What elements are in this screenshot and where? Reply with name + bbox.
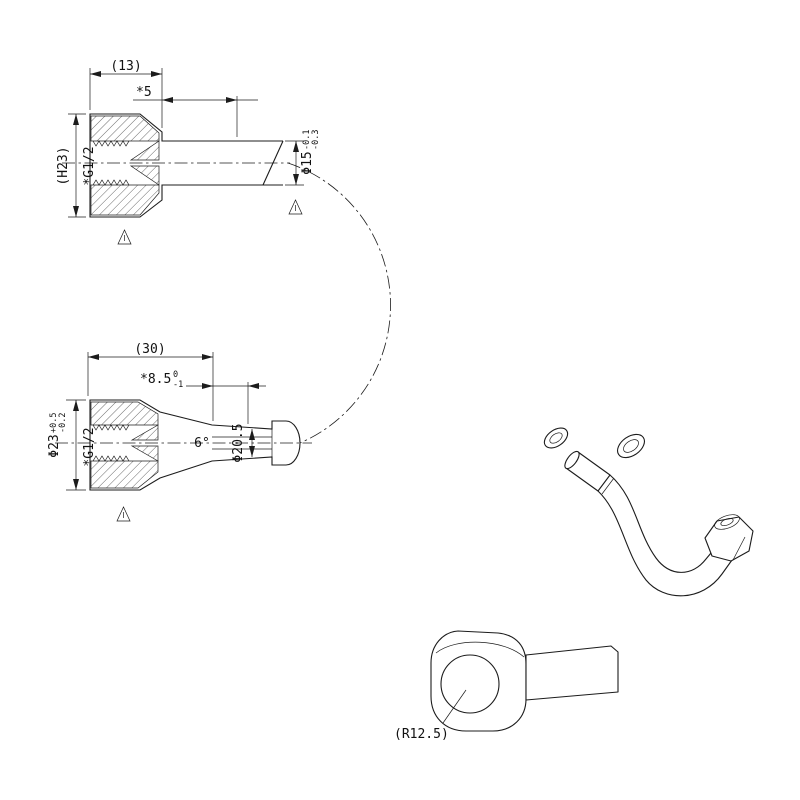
middle-view-dimensions: (30) *8.5 0 -1 Φ23 +0.5 -0.2 *G1/2 6° Φ2… — [47, 342, 266, 522]
arrowhead — [202, 383, 213, 389]
hose-inner-edge — [609, 474, 717, 573]
middle-nut-upper-wall-section — [90, 401, 159, 426]
hose-outer-edge — [597, 490, 733, 597]
critical-mark-icon — [288, 199, 303, 215]
dim-h23-label-group: (H23) — [56, 146, 71, 185]
arrowhead — [73, 114, 79, 125]
elbow-detail-view: (R12.5) — [394, 630, 619, 742]
top-thread-zigzag-upper — [92, 140, 130, 147]
arrowhead — [73, 479, 79, 490]
dim-8-5-lower-tolerance: -1 — [173, 380, 183, 390]
elbow-top-rim — [435, 641, 525, 658]
arrowhead — [162, 97, 173, 103]
dim-h23-extension-lines — [68, 113, 86, 218]
nut-top-face — [714, 514, 740, 530]
dim-8-5-label: *8.5 — [140, 372, 171, 387]
top-view-dimensions: (13) *5 (H23) *G1/2 Φ15 -0.1 -0.3 — [56, 59, 321, 245]
arrowhead — [73, 400, 79, 411]
radius-leader-line — [442, 689, 467, 724]
top-thread-label: *G1/2 — [82, 146, 97, 185]
dia-15-label-group: Φ15 -0.1 -0.3 — [300, 130, 321, 175]
dim-13-label: (13) — [110, 59, 141, 74]
middle-thread-label: *G1/2 — [82, 427, 97, 466]
arrowhead — [249, 429, 255, 440]
middle-nut-lower-wall-section — [90, 460, 159, 489]
arrowhead — [248, 383, 259, 389]
washer-gasket — [617, 433, 645, 459]
nipple-crimp-collar — [601, 477, 615, 495]
dim-5-label: *5 — [136, 85, 152, 100]
dia-20-5-label-group: Φ20.5 — [231, 423, 246, 462]
middle-bore-lines — [212, 436, 272, 450]
elbow-stub — [525, 645, 619, 701]
critical-mark-icon — [117, 229, 132, 245]
dia-23-label-group: Φ23 +0.5 -0.2 — [47, 413, 68, 458]
dim-h23-label: (H23) — [56, 146, 71, 185]
dia-15-lower-tolerance: -0.3 — [311, 130, 321, 150]
top-section-view — [62, 113, 290, 218]
isometric-hose-view — [543, 427, 754, 597]
elbow-port-hole — [440, 654, 500, 714]
arrowhead — [73, 206, 79, 217]
dim-30-extension-lines — [87, 352, 214, 421]
dim-30-label: (30) — [134, 342, 165, 357]
top-cone-upper-wedge — [129, 140, 160, 161]
elbow-body — [430, 630, 527, 732]
top-nut-upper-wall-section — [90, 115, 160, 142]
dia-23-lower-tolerance: -0.2 — [58, 413, 68, 433]
top-thread-zigzag-lower — [92, 179, 130, 186]
dia-23-label: Φ23 — [47, 434, 62, 457]
arrowhead — [151, 71, 162, 77]
arrowhead — [202, 354, 213, 360]
dia-15-extension-lines — [285, 140, 304, 186]
middle-cone-lower-wedge — [130, 445, 159, 462]
nut-bore — [720, 518, 734, 526]
dia-15-upper-tolerance: -0.1 — [302, 130, 312, 150]
dim-8-5-upper-tolerance: 0 — [173, 370, 178, 380]
washer-gasket — [543, 427, 569, 449]
hose-nut-fitting — [704, 516, 754, 562]
middle-section-view — [55, 399, 312, 491]
arrowhead — [293, 141, 299, 152]
nipple-end-face — [564, 450, 580, 470]
middle-cone-upper-wedge — [130, 424, 159, 441]
middle-thread-zigzag-lower — [92, 455, 130, 462]
arrowhead — [88, 354, 99, 360]
hose-centerline-arc — [287, 162, 391, 444]
top-nut-outline — [89, 113, 284, 218]
arrowhead — [226, 97, 237, 103]
arrowhead — [90, 71, 101, 77]
dia-20-5-label: Φ20.5 — [231, 423, 246, 462]
radius-label: (R12.5) — [394, 727, 449, 742]
arrowhead — [293, 174, 299, 185]
top-nut-lower-wall-section — [90, 184, 160, 216]
dia-15-label: Φ15 — [300, 151, 315, 174]
taper-angle-label: 6° — [194, 436, 210, 451]
top-cone-lower-wedge — [129, 165, 160, 186]
nut-facet-line — [732, 536, 746, 561]
dia-23-upper-tolerance: +0.5 — [49, 413, 59, 433]
dim-13-extension-lines — [89, 68, 163, 128]
middle-thread-zigzag-upper — [92, 424, 130, 431]
arrowhead — [249, 446, 255, 457]
critical-mark-icon — [116, 506, 131, 522]
middle-thread-label-group: *G1/2 — [82, 427, 97, 466]
top-thread-label-group: *G1/2 — [82, 146, 97, 185]
